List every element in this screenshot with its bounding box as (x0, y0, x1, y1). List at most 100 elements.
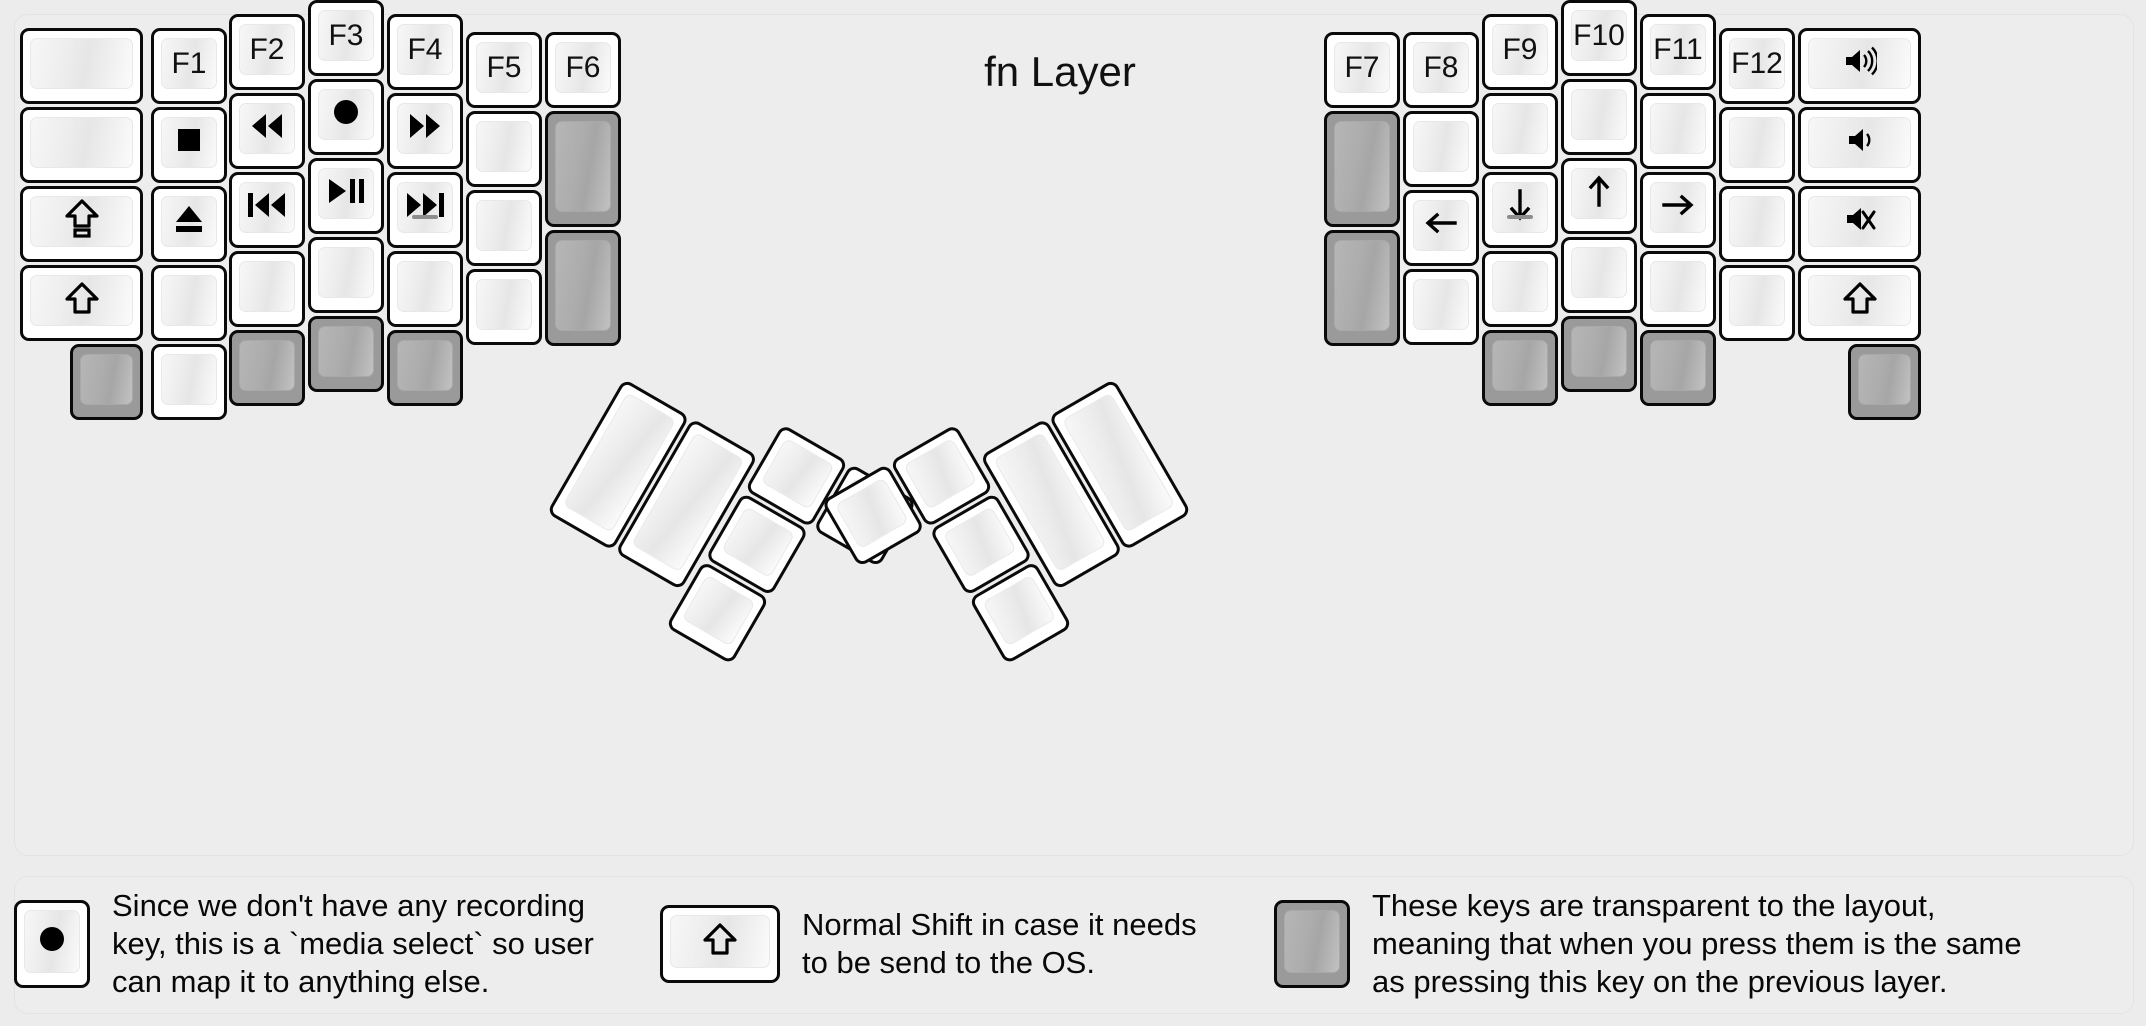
shift-icon (703, 922, 737, 961)
left-col-inner-key-2[interactable] (466, 190, 542, 266)
left-col-index-key-1[interactable] (387, 93, 463, 169)
right-col-pinky-outer-key-0[interactable] (1798, 28, 1921, 104)
keycap-surface (161, 275, 217, 326)
left-col-middle-key-3[interactable] (308, 237, 384, 313)
right-col-middle-key-3[interactable] (1561, 237, 1637, 313)
right-col-index-key-2[interactable] (1482, 172, 1558, 248)
keycap-surface (476, 200, 532, 251)
right-col-pinky-key-0[interactable]: F12 (1719, 28, 1795, 104)
left-col-pinky-outer-key-1[interactable] (20, 107, 143, 183)
right-col-pinky-outer-key-3[interactable] (1798, 265, 1921, 341)
keycap-surface (30, 117, 133, 168)
left-col-inner-extra-key-0[interactable]: F6 (545, 32, 621, 108)
left-col-inner-key-0[interactable]: F5 (466, 32, 542, 108)
left-col-index-key-3[interactable] (387, 251, 463, 327)
legend-text-2: These keys are transparent to the layout… (1372, 888, 2022, 999)
left-col-pinky-outer-key-2[interactable] (20, 186, 143, 262)
right-col-inner-extra-key-2[interactable] (1324, 230, 1400, 346)
keycap-surface (318, 168, 374, 219)
legend-sample-key-0 (14, 900, 90, 988)
left-col-index-key-0[interactable]: F4 (387, 14, 463, 90)
keycap-surface (1334, 42, 1390, 93)
right-col-pinky-outer-key-2[interactable] (1798, 186, 1921, 262)
right-col-pinky-key-1[interactable] (1719, 107, 1795, 183)
left-col-inner-key-3[interactable] (466, 269, 542, 345)
right-col-pinky-outer-key-4[interactable] (1848, 344, 1921, 420)
left-col-index-key-2[interactable] (387, 172, 463, 248)
left-col-middle-key-2[interactable] (308, 158, 384, 234)
legend-key-1[interactable] (660, 905, 780, 983)
right-col-ring-key-2[interactable] (1640, 172, 1716, 248)
right-col-ring-key-0[interactable]: F11 (1640, 14, 1716, 90)
left-col-pinky-key-4[interactable] (151, 344, 227, 420)
media-play-pause-icon (326, 176, 366, 211)
right-col-ring-key-3[interactable] (1640, 251, 1716, 327)
left-col-ring-key-0[interactable]: F2 (229, 14, 305, 90)
left-col-ring-key-2[interactable] (229, 172, 305, 248)
right-col-index-key-4[interactable] (1482, 330, 1558, 406)
right-col-pinky-outer-key-1[interactable] (1798, 107, 1921, 183)
left-col-middle-key-1[interactable] (308, 79, 384, 155)
left-col-inner-key-1[interactable] (466, 111, 542, 187)
left-col-inner-extra-key-2[interactable] (545, 230, 621, 346)
right-col-ring-key-1[interactable] (1640, 93, 1716, 169)
left-col-pinky-key-3[interactable] (151, 265, 227, 341)
right-col-inner-key-1[interactable] (1403, 111, 1479, 187)
keycap-surface (1729, 196, 1785, 247)
keycap-surface (555, 42, 611, 93)
right-col-middle-key-4[interactable] (1561, 316, 1637, 392)
right-col-inner-key-0[interactable]: F8 (1403, 32, 1479, 108)
legend-key-0[interactable] (14, 900, 90, 988)
right-col-inner-extra-key-0[interactable]: F7 (1324, 32, 1400, 108)
key-label: F12 (1731, 46, 1783, 80)
keycap-surface (1413, 121, 1469, 172)
keycap-surface (760, 437, 835, 510)
left-col-inner-extra-key-1[interactable] (545, 111, 621, 227)
left-col-middle-key-0[interactable]: F3 (308, 0, 384, 76)
legend-sample-key-2 (1274, 900, 1350, 988)
left-col-pinky-key-0[interactable]: F1 (151, 28, 227, 104)
keycap-surface (397, 340, 453, 391)
right-col-inner-key-3[interactable] (1403, 269, 1479, 345)
media-rewind-icon (249, 111, 285, 146)
keycap-surface (721, 506, 796, 579)
right-col-pinky-key-2[interactable] (1719, 186, 1795, 262)
legend-item-1: Normal Shift in case it needs to be send… (660, 876, 1197, 1012)
key-label: F2 (249, 32, 285, 66)
keycap-surface (555, 240, 611, 331)
left-col-ring-key-4[interactable] (229, 330, 305, 406)
left-col-pinky-key-1[interactable] (151, 107, 227, 183)
keycap-surface (1284, 910, 1340, 973)
right-col-middle-key-2[interactable] (1561, 158, 1637, 234)
keycap-surface (1571, 10, 1627, 61)
keycap-surface (1729, 275, 1785, 326)
keycap-surface (942, 506, 1017, 579)
right-col-ring-key-4[interactable] (1640, 330, 1716, 406)
legend-text-1: Normal Shift in case it needs to be send… (802, 907, 1197, 980)
keycap-surface (397, 103, 453, 154)
right-col-inner-extra-key-1[interactable] (1324, 111, 1400, 227)
right-col-middle-key-1[interactable] (1561, 79, 1637, 155)
keycap-surface (30, 196, 133, 247)
keycap-surface (555, 121, 611, 212)
media-next-icon (404, 190, 446, 225)
keycap-surface (903, 437, 978, 510)
right-col-index-key-0[interactable]: F9 (1482, 14, 1558, 90)
left-col-pinky-outer-key-0[interactable] (20, 28, 143, 104)
media-fast-forward-icon (407, 111, 443, 146)
right-col-middle-key-0[interactable]: F10 (1561, 0, 1637, 76)
left-col-pinky-outer-key-3[interactable] (20, 265, 143, 341)
left-col-index-key-4[interactable] (387, 330, 463, 406)
left-col-ring-key-1[interactable] (229, 93, 305, 169)
legend-key-2[interactable] (1274, 900, 1350, 988)
right-col-index-key-1[interactable] (1482, 93, 1558, 169)
right-col-pinky-key-3[interactable] (1719, 265, 1795, 341)
right-col-index-key-3[interactable] (1482, 251, 1558, 327)
right-col-inner-key-2[interactable] (1403, 190, 1479, 266)
left-col-middle-key-4[interactable] (308, 316, 384, 392)
left-col-pinky-key-2[interactable] (151, 186, 227, 262)
left-col-pinky-outer-key-4[interactable] (70, 344, 143, 420)
left-col-ring-key-3[interactable] (229, 251, 305, 327)
key-label: F8 (1423, 50, 1459, 84)
